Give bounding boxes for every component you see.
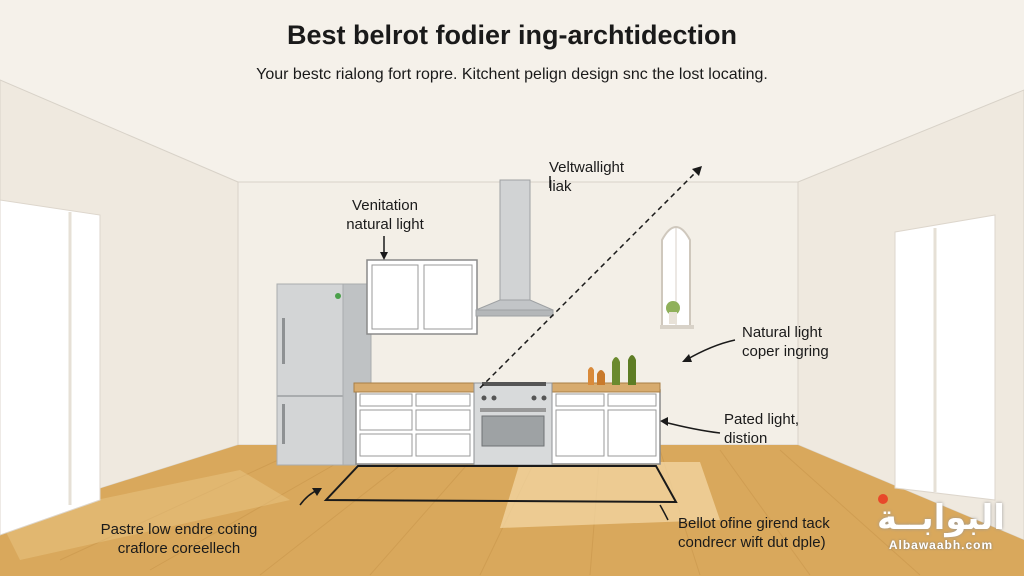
annotation-pastre-line2: craflore coreellech [117,540,241,557]
annotation-pastre-line1: Pastre low endre coting [100,521,258,538]
annotation-pated-light: Pated light, distion [724,410,799,448]
refrigerator [276,283,372,466]
annotation-ventilation-line2: natural light [346,216,424,233]
watermark-arabic: البوابــة [877,498,1005,538]
dashed-arrow-head [692,166,702,176]
annotation-belot-line2: condrecr wift dut dple) [678,534,826,551]
annotation-natural-light-line2: coper ingring [742,343,829,360]
countertop-right [551,382,661,393]
annotation-pated-light-line1: Pated light, [724,411,800,428]
logo-dot-icon [878,494,888,504]
annotation-pastre: Pastre low endre coting craflore coreell… [74,520,284,558]
sunlight-patch [500,462,720,528]
watermark-latin: Albawaabh.com [888,538,994,552]
annotation-natural-light: Natural light coper ingring [742,323,829,361]
bottles [588,355,636,385]
annotation-veltwallight: Veltwallight liak [549,158,624,196]
watermark-logo: البوابــة Albawaabh.com [866,494,1016,552]
range-hood [475,179,554,317]
floor-outline [323,465,678,504]
page-title: Best belrot fodier ing-archtidection [286,20,738,50]
annotation-natural-light-line1: Natural light [742,324,823,341]
sunlight-patch-left [0,470,290,560]
right-doorway [894,214,996,501]
annotation-veltwallight-line2: liak [549,178,572,195]
arched-window [660,226,694,329]
annotation-pated-light-line2: distion [724,430,768,447]
page-subtitle: Your bestc rialong fort ropre. Kitchent … [256,66,768,83]
annotation-arrow-heads [312,252,692,496]
upper-cabinet [366,259,478,335]
annotation-belot-line1: Bellot ofine girend tack [678,515,830,532]
oven-range [473,382,553,466]
dashed-light-path [479,167,701,389]
annotation-belot: Bellot ofine girend tack condrecr wift d… [678,514,830,552]
annotation-ventilation-line1: Venitation [352,197,418,214]
annotation-veltwallight-line1: Veltwallight [549,159,625,176]
countertop-left [353,382,479,393]
annotation-ventilation: Venitation natural light [330,196,440,234]
left-window [0,199,101,536]
